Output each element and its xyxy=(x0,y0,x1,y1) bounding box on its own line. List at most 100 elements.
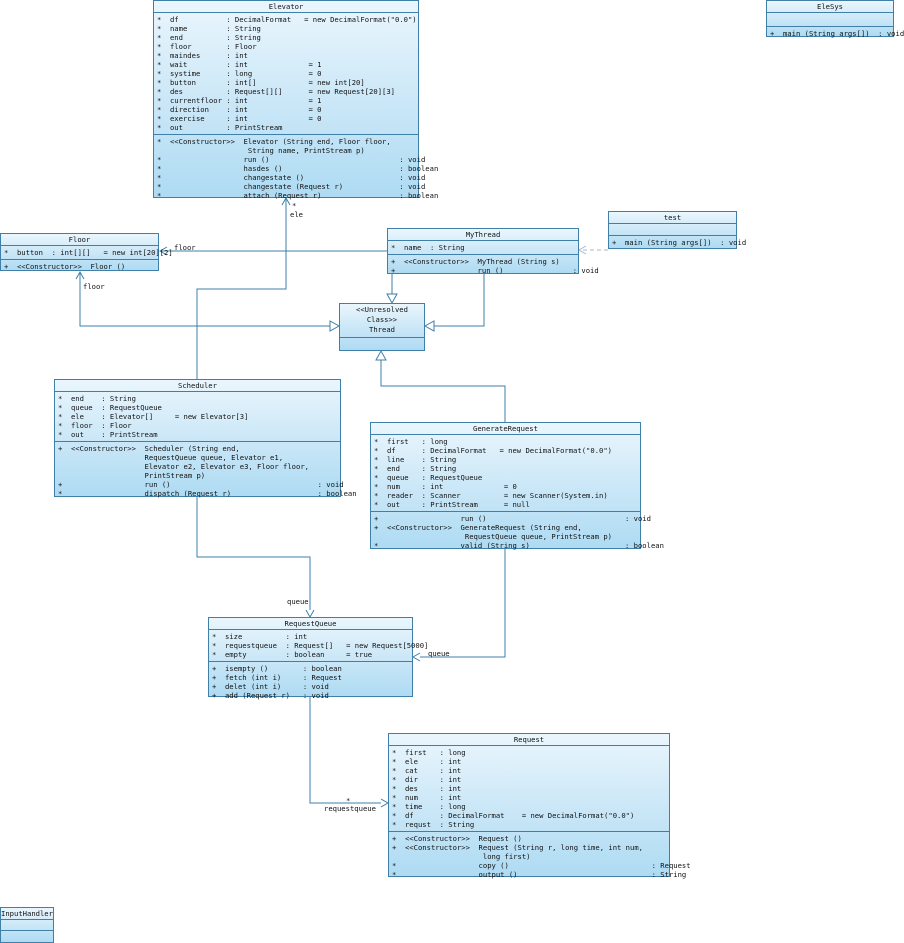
arrowhead-floor-2 xyxy=(75,270,85,280)
attribute-row: * cat : int xyxy=(392,766,462,775)
operation-row: * valid (String s) : boolean xyxy=(374,541,664,550)
floor-role-label-2: floor xyxy=(83,282,105,291)
requestqueue-role-label: requestqueue xyxy=(324,804,376,813)
attribute-row: * queue : RequestQueue xyxy=(58,403,162,412)
attribute-row: * floor : Floor xyxy=(58,421,132,430)
attribute-row: * end : String xyxy=(157,33,261,42)
attribute-row: * empty : boolean = true xyxy=(212,650,373,659)
attribute-row: * queue : RequestQueue xyxy=(374,473,483,482)
attribute-row: * requestqueue : Request[] = new Request… xyxy=(212,641,429,650)
attribute-row: * maindes : int xyxy=(157,51,248,60)
class-test[interactable]: test + main (String args[]) : void xyxy=(608,211,747,249)
attributes-section: * first : long * ele : int * cat : int *… xyxy=(389,746,669,832)
assoc-scheduler-requestqueue xyxy=(196,497,311,610)
operations-section: + main (String args[]) : void xyxy=(767,27,904,40)
class-name: Floor xyxy=(1,234,158,246)
gen-head-mythread-left xyxy=(386,293,398,305)
operation-row: + <<Constructor>> GenerateRequest (Strin… xyxy=(374,523,582,532)
attribute-row: * requst : String xyxy=(392,820,475,829)
attribute-row: * ele : Elevator[] = new Elevator[3] xyxy=(58,412,249,421)
queue-role-label-1: queue xyxy=(287,597,309,606)
operation-row: * copy () : Request xyxy=(392,861,691,870)
class-elevator[interactable]: Elevator * df : DecimalFormat = new Deci… xyxy=(153,0,439,200)
class-elesys[interactable]: EleSys + main (String args[]) : void xyxy=(766,0,904,40)
class-floor[interactable]: Floor * button : int[][] = new int[20][2… xyxy=(0,233,173,273)
gen-generaterequest-thread xyxy=(380,360,506,422)
operation-row: + main (String args[]) : void xyxy=(770,29,904,38)
operation-row: + <<Constructor>> Floor () xyxy=(4,262,126,271)
attribute-row: * des : int xyxy=(392,784,462,793)
gen-head-floor xyxy=(329,320,341,332)
attribute-row: * wait : int = 1 xyxy=(157,60,322,69)
attributes-section: * button : int[][] = new int[20][2] xyxy=(1,246,173,260)
operation-row: + add (Request r) : void xyxy=(212,691,329,700)
class-request[interactable]: Request * first : long * ele : int * cat… xyxy=(388,733,691,879)
attribute-row: * line : String xyxy=(374,455,457,464)
class-inputhandler[interactable]: InputHandler xyxy=(0,907,54,943)
class-name: Thread xyxy=(340,325,424,338)
operation-row: RequestQueue queue, PrintStream p) xyxy=(374,532,612,541)
class-generaterequest[interactable]: GenerateRequest * first : long * df : De… xyxy=(370,422,664,550)
class-name: Elevator xyxy=(154,1,418,13)
attribute-row: * end : String xyxy=(58,394,136,403)
operation-row: + <<Constructor>> Request (String r, lon… xyxy=(392,843,643,852)
attribute-row: * first : long xyxy=(392,748,466,757)
attributes-section: * size : int * requestqueue : Request[] … xyxy=(209,630,429,662)
class-name: Request xyxy=(389,734,669,746)
class-mythread[interactable]: MyThread * name : String + <<Constructor… xyxy=(387,228,599,277)
arrowhead-floor-1 xyxy=(158,246,168,256)
class-scheduler[interactable]: Scheduler * end : String * queue : Reque… xyxy=(54,379,357,498)
attribute-row: * name : String xyxy=(391,243,465,252)
operation-row: + isempty () : boolean xyxy=(212,664,342,673)
attribute-row: * dir : int xyxy=(392,775,462,784)
attribute-row: * des : Request[][] = new Request[20][3] xyxy=(157,87,395,96)
operation-row: + main (String args[]) : void xyxy=(612,238,747,247)
requestqueue-multiplicity: * xyxy=(346,796,351,805)
attribute-row: * button : int[][] = new int[20][2] xyxy=(4,248,173,257)
operation-row: * run () : void xyxy=(157,155,426,164)
attribute-row: * direction : int = 0 xyxy=(157,105,322,114)
attributes-section: * name : String xyxy=(388,241,578,255)
attributes-section: * df : DecimalFormat = new DecimalFormat… xyxy=(154,13,418,135)
operation-row: * <<Constructor>> Elevator (String end, … xyxy=(157,137,391,146)
class-requestqueue[interactable]: RequestQueue * size : int * requestqueue… xyxy=(208,617,429,700)
attribute-row: * num : int xyxy=(392,793,462,802)
class-name: MyThread xyxy=(388,229,578,241)
gen-mythread-thread-right xyxy=(434,272,485,327)
attributes-section xyxy=(767,13,893,27)
attribute-row: * first : long xyxy=(374,437,448,446)
ele-role-label: ele xyxy=(290,210,303,219)
operation-row: + delet (int i) : void xyxy=(212,682,329,691)
queue-role-label-2: queue xyxy=(428,649,450,658)
operation-row: PrintStream p) xyxy=(58,471,206,480)
attribute-row: * reader : Scanner = new Scanner(System.… xyxy=(374,491,608,500)
attributes-section xyxy=(609,224,736,236)
ele-multiplicity: * xyxy=(292,201,297,210)
class-stereotype: <<Unresolved Class>> xyxy=(356,305,408,324)
class-name: RequestQueue xyxy=(209,618,412,630)
attribute-row: * button : int[] = new int[20] xyxy=(157,78,365,87)
attribute-row: * ele : int xyxy=(392,757,462,766)
operations-section: + <<Constructor>> Request () + <<Constru… xyxy=(389,832,691,881)
operation-row: long first) xyxy=(392,852,531,861)
operation-row: * output () : String xyxy=(392,870,687,879)
assoc-requestqueue-request xyxy=(309,697,381,804)
arrowhead-requestqueue-2 xyxy=(411,652,421,662)
operations-section: + <<Constructor>> MyThread (String s) + … xyxy=(388,255,599,277)
attribute-row: * systime : long = 0 xyxy=(157,69,322,78)
operations-section xyxy=(1,931,53,941)
class-thread[interactable]: <<Unresolved Class>> Thread xyxy=(339,303,425,351)
operation-row: * attach (Request r) : boolean xyxy=(157,191,439,200)
attribute-row: * floor : Floor xyxy=(157,42,257,51)
assoc-generaterequest-requestqueue xyxy=(420,549,506,658)
attribute-row: * df : DecimalFormat = new DecimalFormat… xyxy=(392,811,635,820)
operations-section: + <<Constructor>> Floor () xyxy=(1,260,158,273)
operation-row: + run () : void xyxy=(374,514,651,523)
class-name: EleSys xyxy=(767,1,893,13)
operation-row: + fetch (int i) : Request xyxy=(212,673,342,682)
operation-row: * changestate (Request r) : void xyxy=(157,182,426,191)
floor-role-label-1: floor xyxy=(174,243,196,252)
attribute-row: * df : DecimalFormat = new DecimalFormat… xyxy=(374,446,612,455)
operation-row: + <<Constructor>> MyThread (String s) xyxy=(391,257,560,266)
arrowhead-requestqueue-1 xyxy=(305,609,315,619)
